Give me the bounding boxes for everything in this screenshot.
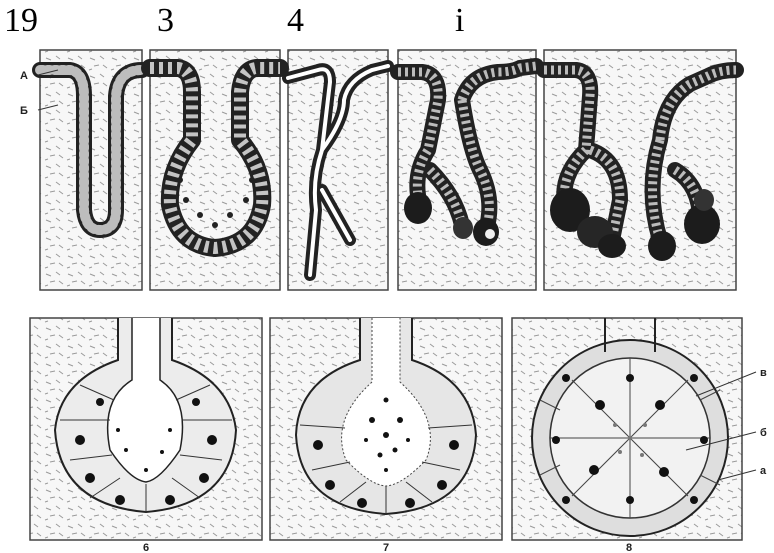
label-a-small: а <box>760 465 767 477</box>
panel-number-8: 8 <box>626 542 632 553</box>
label-v: в <box>760 367 767 379</box>
bottom-row: 6 7 <box>30 318 767 553</box>
label-b: Б <box>20 105 28 117</box>
panel-number-7: 7 <box>383 542 389 553</box>
panel-number-6: 6 <box>143 542 149 553</box>
label-b-small: б <box>760 427 767 439</box>
top-row: А Б <box>20 50 736 290</box>
panel-3 <box>288 50 388 290</box>
label-a: А <box>20 70 28 82</box>
